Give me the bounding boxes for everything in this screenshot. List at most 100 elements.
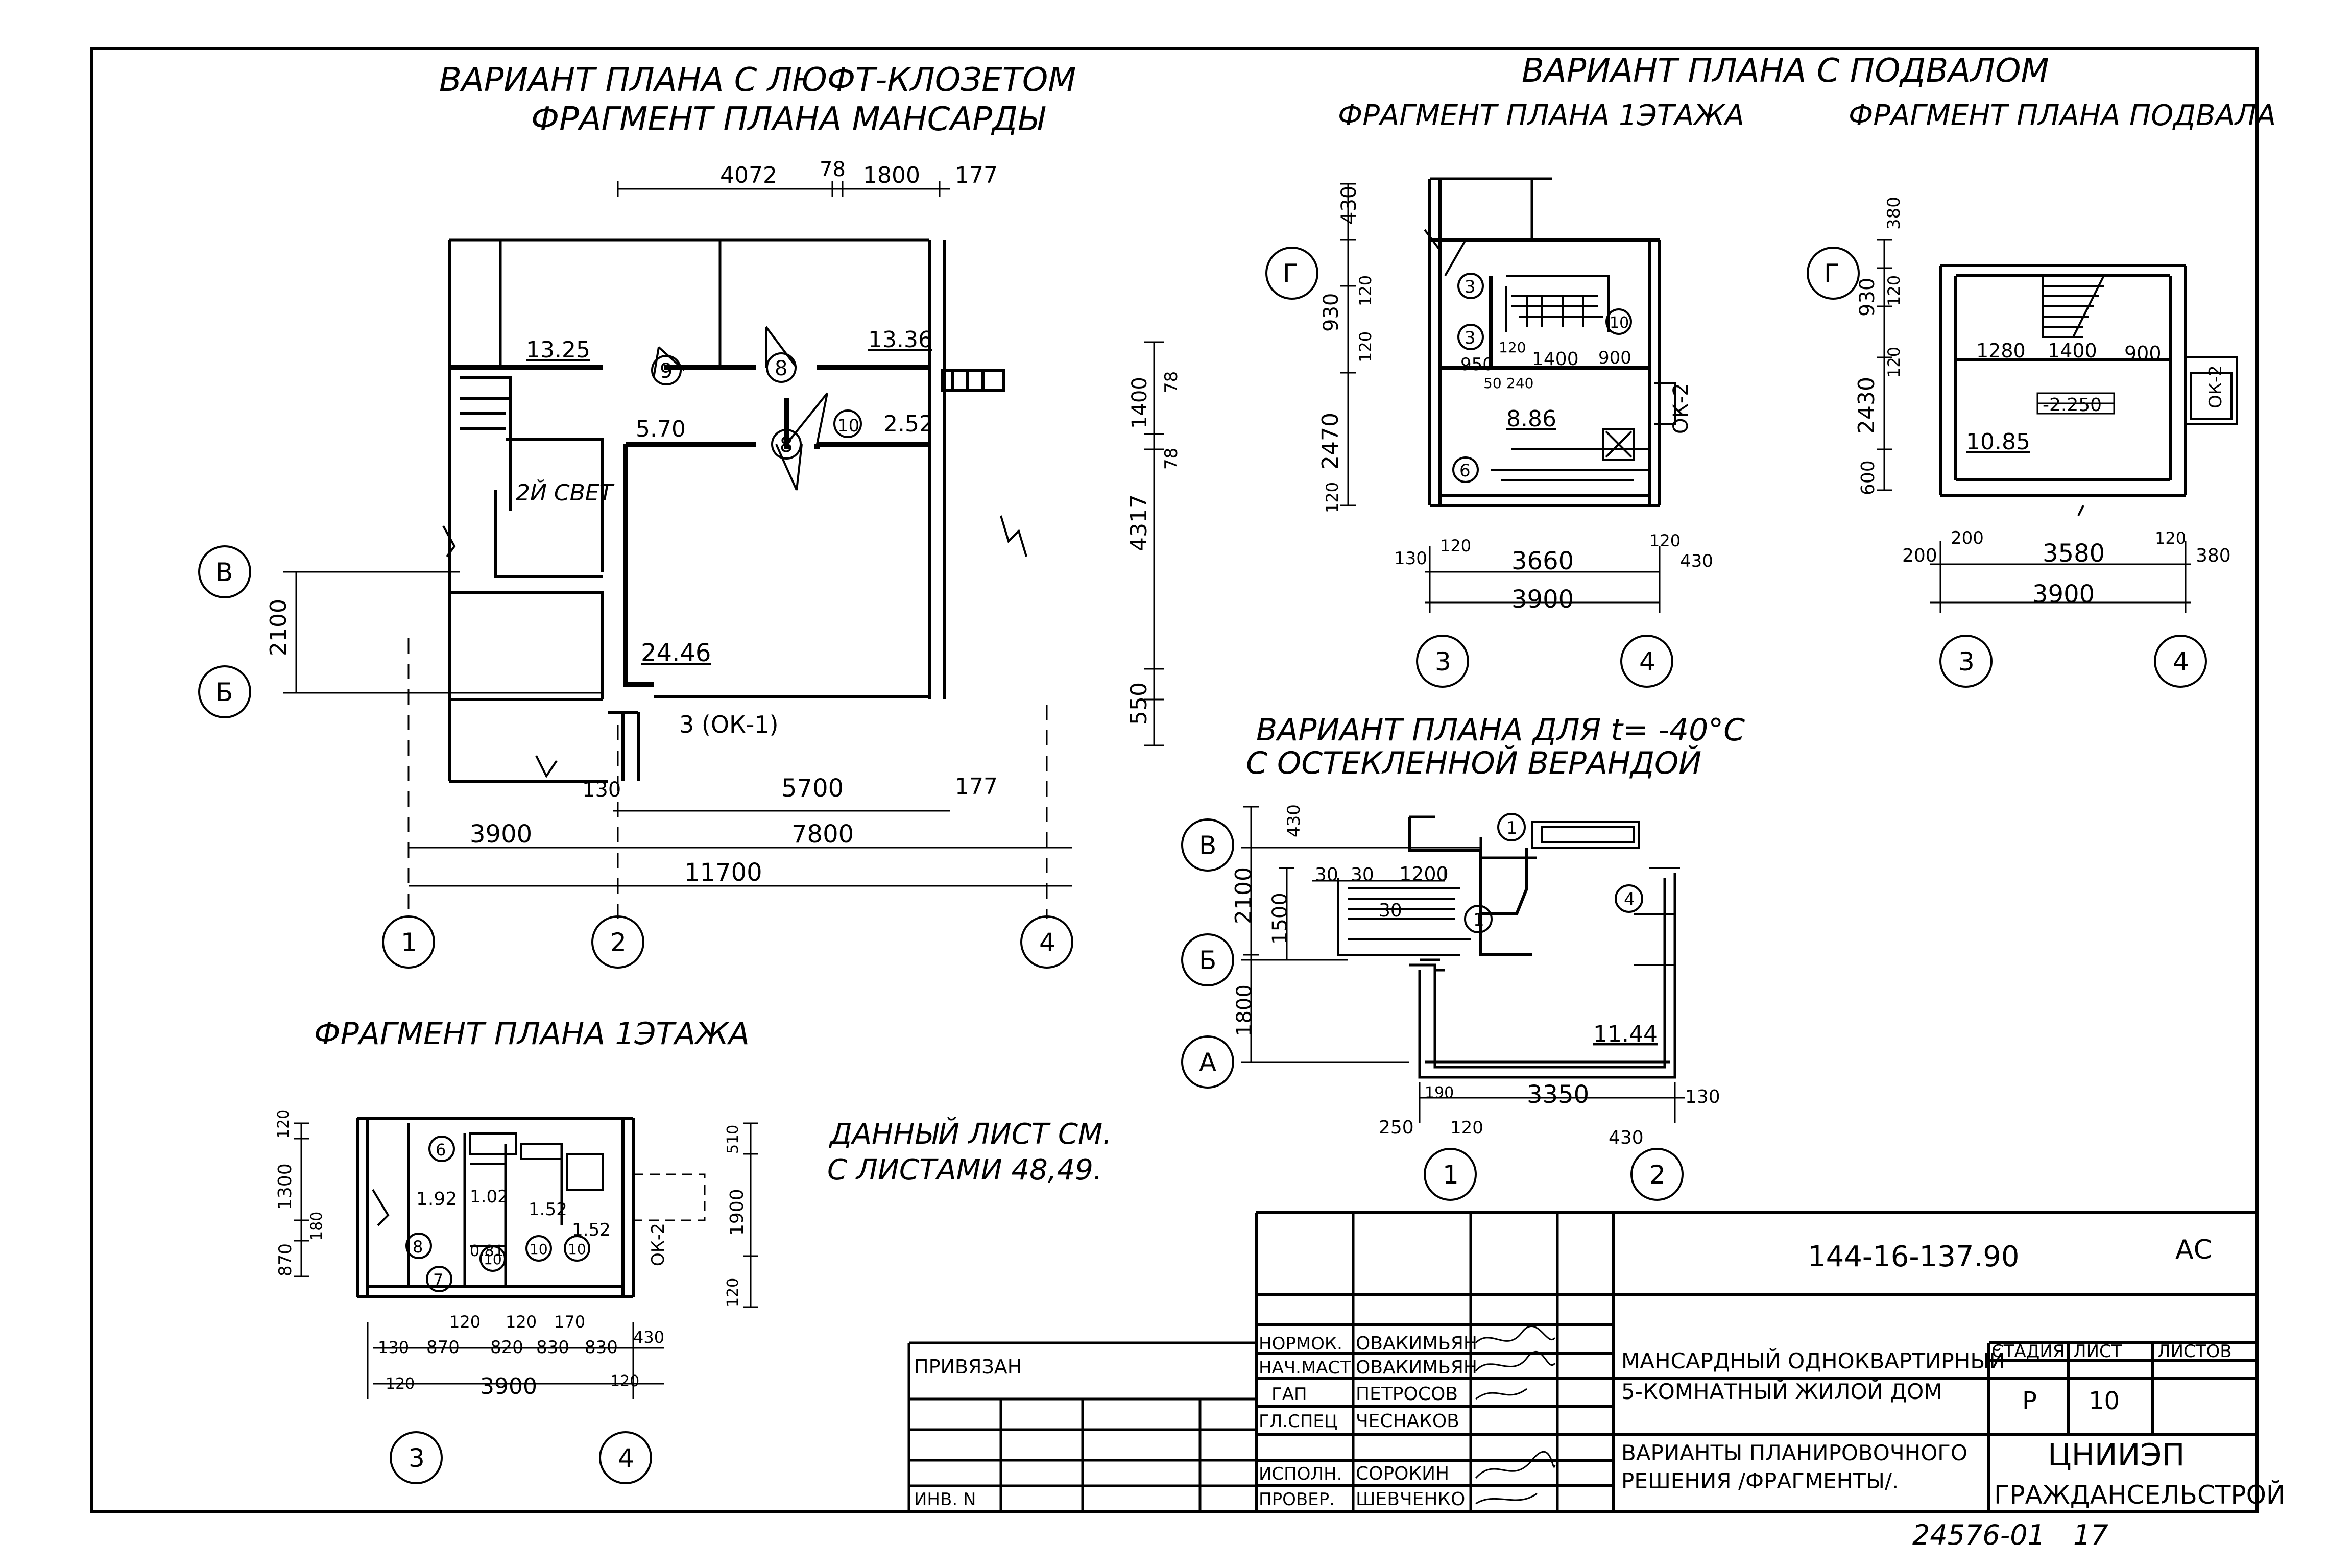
small-ldim-120: 120 xyxy=(275,1109,293,1139)
floor1-dim-430: 430 xyxy=(1337,186,1361,225)
stamp-stage-header: СТАДИЯ xyxy=(1991,1341,2065,1362)
attic-rdim-550: 550 xyxy=(1126,682,1152,725)
veranda-marker-1a: 1 xyxy=(1506,818,1518,838)
veranda-plan xyxy=(1241,806,1685,1123)
veranda-b-120: 120 xyxy=(1450,1118,1483,1138)
small-c-120a: 120 xyxy=(386,1375,415,1393)
floor1-b-3900: 3900 xyxy=(1511,585,1574,614)
basement-b-380: 380 xyxy=(2196,545,2231,566)
floor1-marker-10: 10 xyxy=(1610,314,1629,332)
stamp-sheets-header: ЛИСТОВ xyxy=(2157,1341,2232,1362)
basement-dims xyxy=(1877,239,2191,613)
floor1-inner-50: 50 xyxy=(1483,375,1502,392)
attic-wall-top xyxy=(449,238,929,368)
stamp-role-gap: ГАП xyxy=(1271,1384,1307,1405)
attic-dim-2100: 2100 xyxy=(266,599,292,656)
attic-area-252: 2.52 xyxy=(883,411,933,437)
basement-stair xyxy=(2042,275,2105,338)
attic-dim-2100 xyxy=(289,571,304,694)
veranda-area: 11.44 xyxy=(1593,1021,1658,1047)
veranda-inner-30b: 30 xyxy=(1351,864,1374,885)
floor1-b-3660: 3660 xyxy=(1511,547,1574,575)
floor1-dim-2470: 2470 xyxy=(1317,413,1343,470)
floor1-inner-900: 900 xyxy=(1598,348,1631,368)
basement-b-3900: 3900 xyxy=(2032,580,2095,609)
attic-marker-10: 10 xyxy=(837,416,859,436)
title-block xyxy=(907,1211,2257,1511)
stamp-sheet: 10 xyxy=(2089,1387,2120,1415)
floor1-stair-top xyxy=(1430,177,1552,240)
attic-dim-177: 177 xyxy=(955,162,998,188)
veranda-dim-2100: 2100 xyxy=(1231,867,1257,924)
stamp-name-6: ШЕВЧЕНКО xyxy=(1356,1489,1465,1510)
veranda-b-130: 130 xyxy=(1685,1087,1720,1107)
floor1-b-120b: 120 xyxy=(1649,531,1681,550)
attic-area-1336: 13.36 xyxy=(868,327,932,353)
veranda-dim-1500: 1500 xyxy=(1268,892,1292,945)
veranda-dims xyxy=(1243,806,1685,1123)
attic-axis-bubbles xyxy=(198,545,1073,969)
floor1-inner-240: 240 xyxy=(1506,375,1533,392)
floor1-stair xyxy=(1505,275,1610,332)
floor1-axis-g: Г xyxy=(1283,259,1299,288)
veranda-axis-b: Б xyxy=(1199,946,1216,975)
veranda-dim-430: 430 xyxy=(1284,804,1304,837)
small-top-120b: 120 xyxy=(506,1312,537,1332)
attic-dim-4072: 4072 xyxy=(720,162,777,188)
basement-dim-120b: 120 xyxy=(1884,347,1904,378)
attic-area-2446: 24.46 xyxy=(641,639,711,667)
basement-plan xyxy=(1877,239,2238,613)
floor1-dim-930: 930 xyxy=(1319,293,1343,332)
basement-bubbles xyxy=(1807,247,2207,688)
floor1-marker-6: 6 xyxy=(1459,461,1471,481)
veranda-b-190: 190 xyxy=(1425,1084,1454,1102)
floor1-window: ОК-2 xyxy=(1669,383,1693,434)
title-bottom-left: ФРАГМЕНТ ПЛАНА 1ЭТАЖА xyxy=(314,1016,750,1052)
veranda-axis-2: 2 xyxy=(1649,1160,1666,1190)
title-right-main: ВАРИАНТ ПЛАНА С ПОДВАЛОМ xyxy=(1522,52,2049,90)
attic-door-10 xyxy=(785,392,828,445)
stamp-name-1: ОВАКИМЬЯН xyxy=(1356,1333,1477,1354)
basement-b-200b: 200 xyxy=(1951,528,1984,548)
floor1-inner-950: 950 xyxy=(1460,354,1494,375)
basement-dim-2430: 2430 xyxy=(1854,377,1880,434)
title-veranda-1: ВАРИАНТ ПЛАНА ДЛЯ t= -40°С xyxy=(1256,712,1745,748)
small-b-820: 820 xyxy=(490,1337,523,1358)
footer-number: 24576-01 xyxy=(1912,1519,2045,1551)
floor1-dim-120b: 120 xyxy=(1356,331,1375,363)
stamp-sheet-title-1: ВАРИАНТЫ ПЛАНИРОВОЧНОГО xyxy=(1621,1440,1967,1465)
attic-marker-8b: 8 xyxy=(780,433,793,457)
basement-dim-120a: 120 xyxy=(1884,275,1904,306)
small-marker-7: 7 xyxy=(433,1270,443,1290)
attic-window: 3 (ОК-1) xyxy=(679,711,779,738)
attic-top-dim xyxy=(617,181,950,197)
attic-axis-lines xyxy=(407,638,1048,919)
floor1-kitchen xyxy=(1491,428,1649,481)
note-line-1: ДАННЫЙ ЛИСТ СМ. xyxy=(828,1118,1112,1151)
attic-marker-8a: 8 xyxy=(775,357,787,380)
stamp-stage: Р xyxy=(2022,1387,2037,1415)
floor1-dim-120c: 120 xyxy=(1323,482,1342,513)
stamp-name-5: СОРОКИН xyxy=(1356,1463,1449,1484)
small-b-830a: 830 xyxy=(536,1337,569,1358)
small-axis-3: 3 xyxy=(409,1443,425,1473)
stamp-role-nachmast: НАЧ.МАСТ xyxy=(1259,1358,1351,1378)
basement-dim-600: 600 xyxy=(1858,460,1879,495)
attic-second-light: 2Й СВЕТ xyxy=(516,479,615,506)
veranda-inner-1200: 1200 xyxy=(1399,863,1449,885)
stamp-name-3: ПЕТРОСОВ xyxy=(1356,1384,1458,1405)
floor1-dim-120a: 120 xyxy=(1356,275,1375,306)
note-line-2: С ЛИСТАМИ 48,49. xyxy=(827,1153,1102,1187)
stamp-role-prover: ПРОВЕР. xyxy=(1259,1489,1335,1510)
attic-area-1325: 13.25 xyxy=(526,337,590,363)
floor1-b-120a: 120 xyxy=(1440,536,1471,556)
attic-right-wall xyxy=(928,240,946,699)
attic-bdim-3900: 3900 xyxy=(470,820,532,849)
basement-dim-930: 930 xyxy=(1856,278,1879,317)
stamp-role-normok: НОРМОК. xyxy=(1259,1334,1342,1354)
veranda-marker-1b: 1 xyxy=(1473,910,1484,930)
veranda-glazed xyxy=(1409,873,1676,1079)
veranda-b-3350: 3350 xyxy=(1527,1080,1589,1109)
small-marker-10b: 10 xyxy=(530,1241,548,1258)
attic-outer-wall xyxy=(448,240,640,783)
